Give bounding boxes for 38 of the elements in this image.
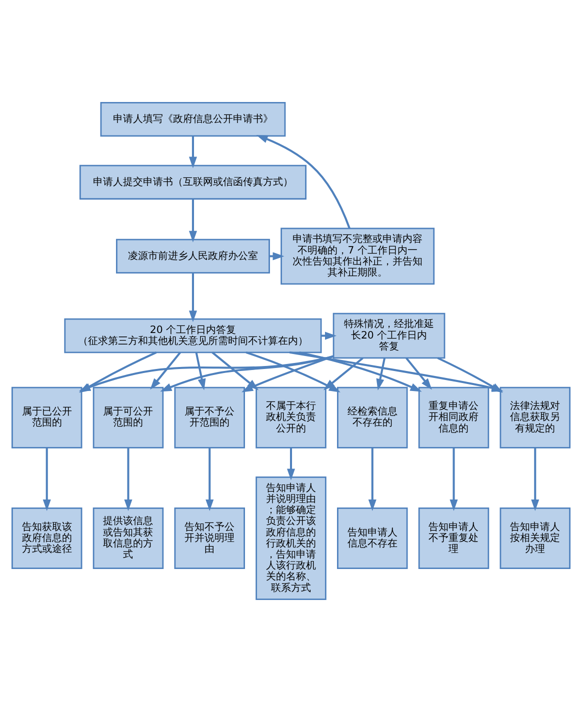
node-box: 申请人填写《政府信息公开申请书》 bbox=[100, 102, 286, 137]
node-box: 告知申请人并说明理由；能够确定负责公开该政府信息的行政机关的，告知申请人该行政机关的名称、联系方式 bbox=[256, 476, 326, 600]
arrow bbox=[368, 448, 376, 511]
arrow bbox=[195, 352, 206, 390]
node-box: 20 个工作日内答复 （征求第三方和其他机关意见所需时间不计算在内） bbox=[64, 318, 322, 354]
arrow bbox=[124, 448, 132, 511]
node-box: 特殊情况，经批准延长20 个工作日内答复 bbox=[332, 312, 446, 359]
arrow bbox=[206, 448, 214, 511]
node-box: 不属于本行政机关负责公开的 bbox=[256, 386, 326, 448]
node-box: 属于可公开范围的 bbox=[92, 386, 164, 448]
node-box: 告知申请人不予重复处理 bbox=[418, 508, 490, 570]
arrow bbox=[376, 358, 386, 390]
arrow bbox=[299, 351, 422, 392]
node-box: 告知不予公开并说明理由 bbox=[174, 508, 245, 570]
node-box: 提供该信息或告知其获取信息的方式 bbox=[92, 508, 164, 570]
arrow bbox=[286, 448, 296, 480]
node-box: 告知申请人信息不存在 bbox=[337, 508, 408, 570]
arrow bbox=[531, 448, 540, 511]
node-box: 属于不予公开范围的 bbox=[174, 386, 245, 448]
arrow bbox=[256, 134, 351, 229]
arrow bbox=[150, 352, 181, 390]
node-box: 法律法规对信息获取另有规定的 bbox=[500, 386, 571, 448]
arrow bbox=[188, 273, 197, 322]
arrow bbox=[42, 448, 51, 511]
arrow bbox=[188, 136, 197, 168]
arrow bbox=[188, 199, 197, 242]
node-box: 告知获取该政府信息的方式或途径 bbox=[11, 508, 82, 570]
node-box: 申请书填写不完整或申请内容不明确的，7 个工作日内一次性告知其作出补正，并告知其补正期限。 bbox=[280, 228, 435, 285]
arrow bbox=[323, 357, 364, 390]
arrow bbox=[321, 332, 337, 340]
node-box: 凌源市前进乡人民政府办公室 bbox=[116, 238, 270, 274]
node-box: 申请人提交申请书（互联网或信函传真方式） bbox=[79, 164, 306, 200]
arrow bbox=[406, 357, 432, 390]
node-box: 经检索信息不存在的 bbox=[337, 386, 408, 448]
arrow bbox=[450, 448, 458, 511]
node-box: 属于已公开范围的 bbox=[11, 386, 82, 448]
node-box: 重复申请公开相同政府信息的 bbox=[418, 386, 490, 448]
node-box: 告知申请人按相关规定办理 bbox=[500, 508, 571, 570]
